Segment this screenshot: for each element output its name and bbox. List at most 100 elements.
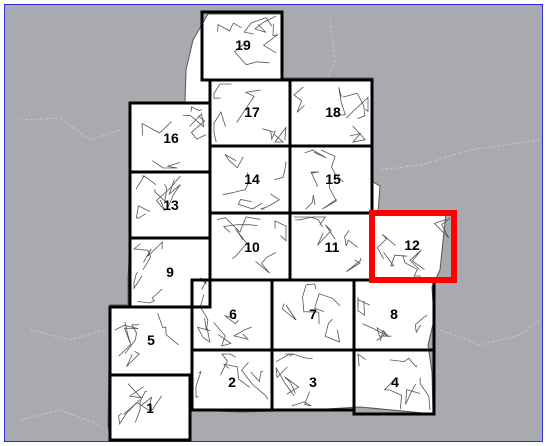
tile-label-4: 4 [391,374,399,390]
road [222,224,258,233]
road [405,383,421,405]
road [222,172,250,196]
tile-label-16: 16 [163,130,179,146]
road [233,43,270,66]
road [275,366,295,397]
road [383,251,408,267]
road [346,258,362,272]
road [433,217,451,239]
road [224,315,239,325]
road [195,370,202,398]
road [232,326,252,340]
road [376,326,392,341]
tile-label-13: 13 [163,197,179,213]
road [132,243,152,271]
road [291,391,312,407]
road [133,272,143,290]
road [383,377,403,410]
road [262,23,279,54]
road [220,353,236,375]
road [275,353,294,363]
road [346,96,369,119]
road [306,283,317,290]
tile-label-7: 7 [309,306,317,322]
tile-label-10: 10 [244,239,260,255]
tile-label-12: 12 [404,237,420,253]
road [389,357,417,368]
road [141,121,172,136]
road [213,111,226,143]
road [241,362,269,400]
road [199,294,209,331]
road [310,171,320,187]
road [409,249,425,270]
tile-label-11: 11 [325,239,340,255]
road [284,376,300,395]
road [357,353,366,367]
road [127,383,144,399]
road [152,160,180,169]
road [320,149,344,183]
road [349,125,366,143]
road [118,321,132,357]
road [274,161,287,181]
road [237,199,263,210]
road [126,351,140,367]
tile-label-6: 6 [229,306,237,322]
road [305,195,316,210]
road [135,175,157,190]
tile-label-3: 3 [309,374,317,390]
road [199,277,207,290]
tile-label-14: 14 [244,171,260,187]
road [155,175,181,212]
road [293,86,305,113]
road [140,395,163,412]
road [304,149,327,159]
road [274,220,287,242]
road [137,288,163,304]
road [118,399,141,426]
road [154,184,168,202]
selected-tile-highlight [369,210,457,283]
road [182,112,205,128]
tile-label-17: 17 [244,104,260,120]
road [295,216,327,226]
road [124,324,139,355]
road [333,87,346,116]
road [232,228,248,260]
tile-label-5: 5 [147,332,155,348]
road [135,205,151,219]
road [357,297,371,308]
road [317,224,336,246]
road [255,252,276,274]
road [157,313,179,346]
road [302,284,320,325]
road [217,216,261,233]
road [294,216,323,228]
road [243,17,273,35]
tile-label-2: 2 [228,374,236,390]
road [254,15,277,33]
road [134,390,148,423]
road [213,83,232,99]
road [322,174,337,210]
road [342,92,366,119]
road [213,322,232,347]
tile-19[interactable] [200,10,284,82]
tile-label-15: 15 [325,171,341,187]
road [344,230,358,248]
road [419,377,431,411]
tile-label-18: 18 [325,104,341,120]
tile-label-1: 1 [146,400,154,416]
road [324,319,341,343]
road [314,293,341,312]
road [376,233,396,259]
road [402,255,421,277]
tile-label-9: 9 [166,264,174,280]
road [143,240,163,263]
tile-18[interactable] [288,78,374,148]
road [114,324,139,343]
road [273,126,287,143]
